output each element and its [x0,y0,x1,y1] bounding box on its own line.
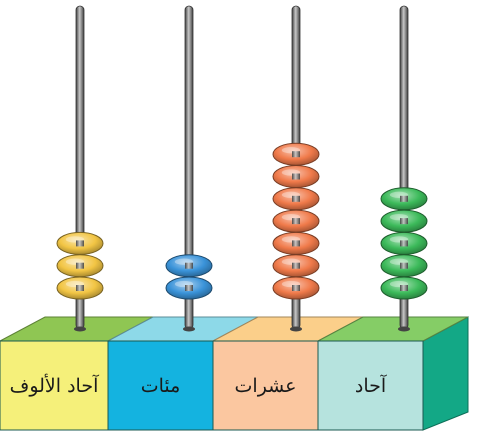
place-value-label: عشرات [234,375,297,397]
abacus-bead [272,254,320,278]
abacus-bead [380,187,428,211]
abacus-bead [272,165,320,188]
place-value-box [212,340,319,431]
place-value-label: آحاد [354,375,387,397]
rod-socket [183,326,195,332]
abacus-bead [380,231,428,255]
abacus-bead [380,209,428,233]
abacus-bead [56,231,104,255]
abacus-bead [272,187,320,211]
place-value-box [317,340,424,431]
rod-socket [74,326,86,332]
abacus-bead [56,276,104,300]
place-value-label: مئات [140,375,181,397]
abacus-bead [272,209,320,233]
rod-socket [290,326,302,332]
abacus-bead [165,276,213,300]
abacus-bead [380,276,428,300]
rod-socket [398,326,410,332]
abacus-bead [272,142,320,166]
place-value-label: آحاد الألوف [9,375,99,397]
place-value-box [0,340,109,431]
abacus-bead [56,254,104,278]
place-value-box [107,340,214,431]
abacus-bead [272,231,320,255]
abacus-bead [165,254,213,278]
abacus-bead [380,254,428,278]
abacus-bead [272,276,320,300]
